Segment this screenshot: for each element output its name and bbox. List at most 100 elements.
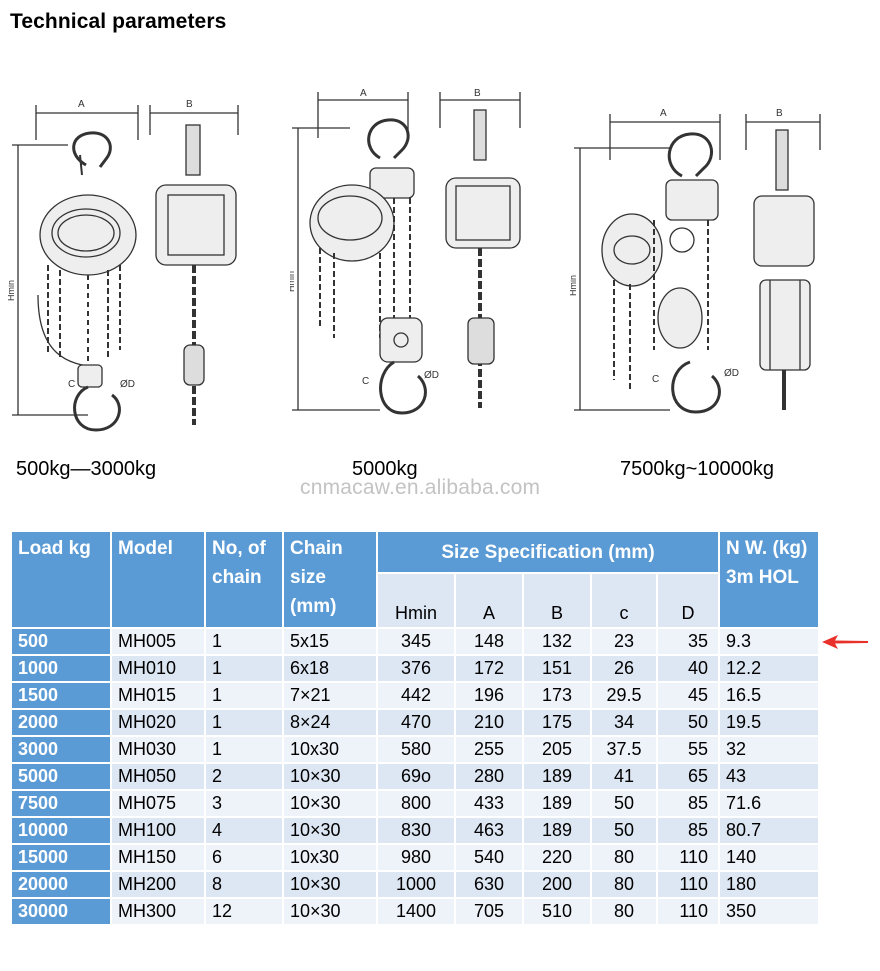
hoist-diagram-medium: A Hmin C ØD B <box>290 88 540 428</box>
row-hmin: 980 <box>376 843 456 872</box>
row-d: 85 <box>655 789 721 818</box>
row-model: MH100 <box>110 816 206 845</box>
row-d: 35 <box>655 627 721 656</box>
highlight-arrow-icon <box>822 635 868 649</box>
row-nw: 9.3 <box>718 627 821 656</box>
hoist-diagram-large: A Hmin C ØD B <box>570 100 850 420</box>
row-chain-count: 3 <box>204 789 284 818</box>
dim-label-d-3: ØD <box>724 368 739 379</box>
row-b: 173 <box>522 681 592 710</box>
row-load: 10000 <box>10 816 112 845</box>
row-c: 80 <box>590 843 658 872</box>
row-chain-size: 8×24 <box>282 708 378 737</box>
row-model: MH075 <box>110 789 206 818</box>
row-model: MH005 <box>110 627 206 656</box>
row-hmin: 69o <box>376 762 456 791</box>
row-b: 189 <box>522 816 592 845</box>
row-chain-size: 10×30 <box>282 870 378 899</box>
row-hmin: 1000 <box>376 870 456 899</box>
row-d: 40 <box>655 654 721 683</box>
caption-large: 7500kg~10000kg <box>620 458 775 480</box>
row-d: 65 <box>655 762 721 791</box>
row-a: 540 <box>454 843 524 872</box>
row-chain-count: 1 <box>204 735 284 764</box>
row-chain-count: 1 <box>204 654 284 683</box>
row-nw: 80.7 <box>718 816 821 845</box>
row-chain-size: 7×21 <box>282 681 378 710</box>
row-load: 3000 <box>10 735 112 764</box>
dim-label-a-3: A <box>660 108 667 119</box>
row-a: 196 <box>454 681 524 710</box>
dim-label-d-2: ØD <box>424 370 439 381</box>
row-load: 7500 <box>10 789 112 818</box>
caption-medium: 5000kg <box>352 458 418 480</box>
row-c: 41 <box>590 762 658 791</box>
row-hmin: 800 <box>376 789 456 818</box>
row-b: 189 <box>522 789 592 818</box>
header-load: Load kg <box>10 530 112 629</box>
hoist-diagram-small: A Hmin C ØD B <box>8 95 268 445</box>
row-model: MH030 <box>110 735 206 764</box>
row-chain-size: 10x30 <box>282 843 378 872</box>
row-a: 630 <box>454 870 524 899</box>
row-nw: 32 <box>718 735 821 764</box>
row-c: 34 <box>590 708 658 737</box>
spec-table: Load kg Model No, of chain Chain size (m… <box>10 530 821 926</box>
row-b: 220 <box>522 843 592 872</box>
row-model: MH200 <box>110 870 206 899</box>
row-d: 45 <box>655 681 721 710</box>
row-a: 705 <box>454 897 524 926</box>
row-model: MH010 <box>110 654 206 683</box>
dim-label-b-3: B <box>776 108 783 119</box>
dim-label-a-2: A <box>360 88 367 99</box>
row-chain-count: 4 <box>204 816 284 845</box>
row-chain-size: 10x30 <box>282 735 378 764</box>
subheader-c: c <box>590 572 658 629</box>
row-d: 110 <box>655 870 721 899</box>
row-hmin: 345 <box>376 627 456 656</box>
row-c: 80 <box>590 897 658 926</box>
dim-label-c-2: C <box>362 376 369 387</box>
row-hmin: 830 <box>376 816 456 845</box>
row-model: MH150 <box>110 843 206 872</box>
row-load: 1000 <box>10 654 112 683</box>
dim-label-b-2: B <box>474 88 481 99</box>
row-chain-count: 1 <box>204 627 284 656</box>
row-chain-count: 6 <box>204 843 284 872</box>
row-load: 15000 <box>10 843 112 872</box>
subheader-b: B <box>522 572 592 629</box>
row-b: 132 <box>522 627 592 656</box>
row-chain-count: 1 <box>204 681 284 710</box>
row-hmin: 442 <box>376 681 456 710</box>
row-b: 205 <box>522 735 592 764</box>
row-chain-size: 5x15 <box>282 627 378 656</box>
row-d: 85 <box>655 816 721 845</box>
row-a: 172 <box>454 654 524 683</box>
row-a: 280 <box>454 762 524 791</box>
row-a: 463 <box>454 816 524 845</box>
row-c: 80 <box>590 870 658 899</box>
row-load: 2000 <box>10 708 112 737</box>
row-nw: 140 <box>718 843 821 872</box>
subheader-d: D <box>655 572 721 629</box>
row-load: 20000 <box>10 870 112 899</box>
header-model: Model <box>110 530 206 629</box>
row-hmin: 1400 <box>376 897 456 926</box>
dim-label-hmin-2: Hmin <box>290 271 296 292</box>
row-c: 26 <box>590 654 658 683</box>
row-model: MH300 <box>110 897 206 926</box>
row-c: 37.5 <box>590 735 658 764</box>
row-nw: 43 <box>718 762 821 791</box>
row-nw: 16.5 <box>718 681 821 710</box>
row-a: 255 <box>454 735 524 764</box>
row-d: 50 <box>655 708 721 737</box>
row-model: MH020 <box>110 708 206 737</box>
